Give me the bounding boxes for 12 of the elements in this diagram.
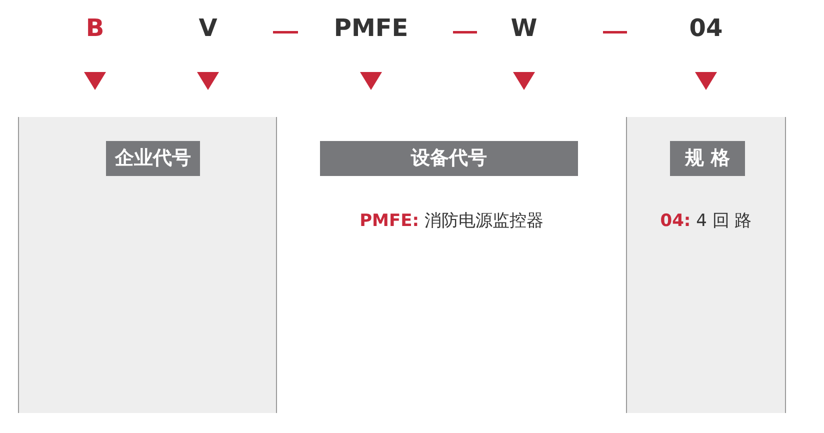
code-description: 04: 4 回 路 xyxy=(659,210,753,232)
code-letter: V xyxy=(198,14,218,42)
code-letter: W xyxy=(510,14,538,42)
column-panel xyxy=(626,117,786,413)
column-heading: 设备代号 xyxy=(320,141,578,176)
column-heading: 规 格 xyxy=(670,141,745,176)
code-letter: 04 xyxy=(689,14,723,42)
column-panel xyxy=(18,117,277,413)
column-heading: 企业代号 xyxy=(106,141,200,176)
code-letter: PMFE xyxy=(334,14,408,42)
code-letter: B xyxy=(86,14,104,42)
code-description: PMFE: 消防电源监控器 xyxy=(358,210,544,232)
